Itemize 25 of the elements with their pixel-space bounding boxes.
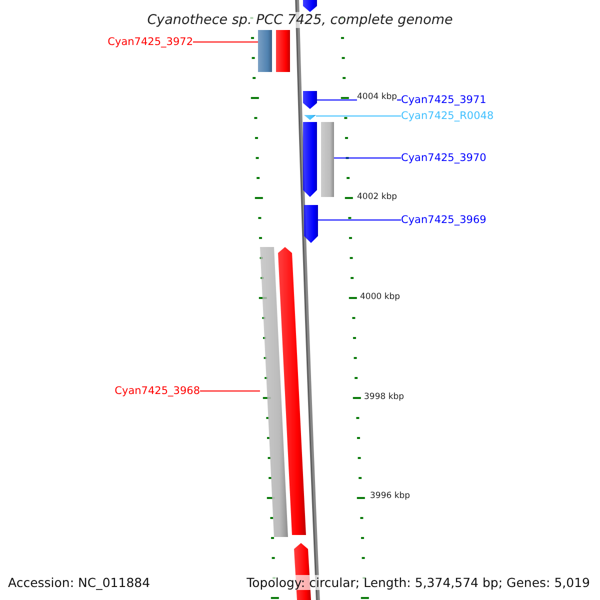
gene-label: Cyan7425_3970 [401, 152, 486, 164]
gene-segment [276, 30, 290, 72]
title: Cyanothece sp. PCC 7425, complete genome [147, 12, 453, 28]
gene-segment [303, 91, 317, 109]
coordinate-label: 4000 kbp [360, 292, 400, 302]
coordinate-label: 4002 kbp [357, 192, 398, 202]
gene-segment [278, 247, 306, 535]
gene-label: Cyan7425_3972 [108, 36, 193, 48]
genome-info-text: Accession: NC_011884 [8, 575, 150, 590]
gene-label: Cyan7425_3968 [114, 384, 200, 398]
coordinate-label: 3996 kbp [370, 491, 410, 501]
gene-segment [304, 115, 316, 120]
gene-segment [303, 122, 317, 197]
gene-segment [321, 122, 334, 197]
gene-segment [304, 205, 318, 243]
leader-line [200, 390, 260, 392]
gene-segment [258, 30, 272, 72]
genome-info-text: Topology: circular; Length: 5,374,574 bp; Genes: 5,019 [246, 575, 590, 590]
gene-label: Cyan7425_3971 [401, 94, 486, 106]
coordinate-label: 3998 kbp [364, 392, 404, 402]
coordinate-label: 4004 kbp [357, 92, 398, 102]
gene-label: Cyan7425_R0048 [401, 110, 494, 122]
gene-segment [260, 247, 288, 537]
gene-segment [303, 0, 317, 12]
gene-label: Cyan7425_3969 [401, 214, 486, 226]
